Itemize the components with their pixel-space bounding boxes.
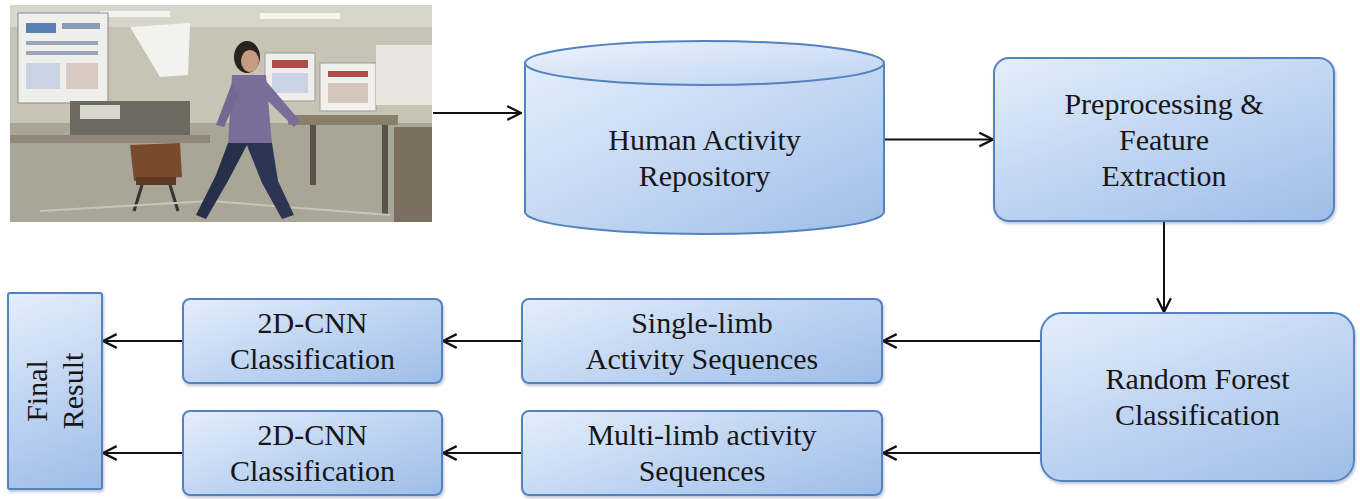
node-label: Multi-limb activity Sequences [582, 417, 822, 489]
node-label: Preprocessing & Feature Extraction [1058, 86, 1270, 194]
flow-arrow [883, 340, 1040, 342]
input-arrow [433, 112, 521, 114]
flow-arrow [443, 340, 521, 342]
sequence-box: Multi-limb activity Sequences [521, 410, 883, 496]
flow-arrow [1163, 222, 1165, 312]
node-label: Single-limb Activity Sequences [582, 305, 822, 377]
cylinder-body [525, 62, 884, 234]
classifier-box: Random Forest Classification [1040, 312, 1355, 482]
node-label: Human Activity Repository [585, 122, 825, 194]
result-box: Final Result [7, 292, 103, 490]
sequence-box: Single-limb Activity Sequences [521, 298, 883, 384]
flow-arrow [883, 452, 1040, 454]
activity-photo [10, 5, 432, 222]
node-label: Final Result [19, 345, 91, 437]
node-label: 2D-CNN Classification [203, 305, 423, 377]
flow-arrow [103, 452, 182, 454]
cnn-box: 2D-CNN Classification [182, 410, 443, 496]
node-label: 2D-CNN Classification [203, 417, 423, 489]
flow-arrow [885, 139, 993, 141]
process-box: Preprocessing & Feature Extraction [993, 57, 1335, 222]
cylinder-top [525, 41, 884, 85]
cnn-box: 2D-CNN Classification [182, 298, 443, 384]
flow-arrow [103, 340, 182, 342]
database-cylinder: Human Activity Repository [524, 40, 885, 235]
flow-arrow [443, 452, 521, 454]
node-label: Random Forest Classification [1078, 361, 1318, 433]
